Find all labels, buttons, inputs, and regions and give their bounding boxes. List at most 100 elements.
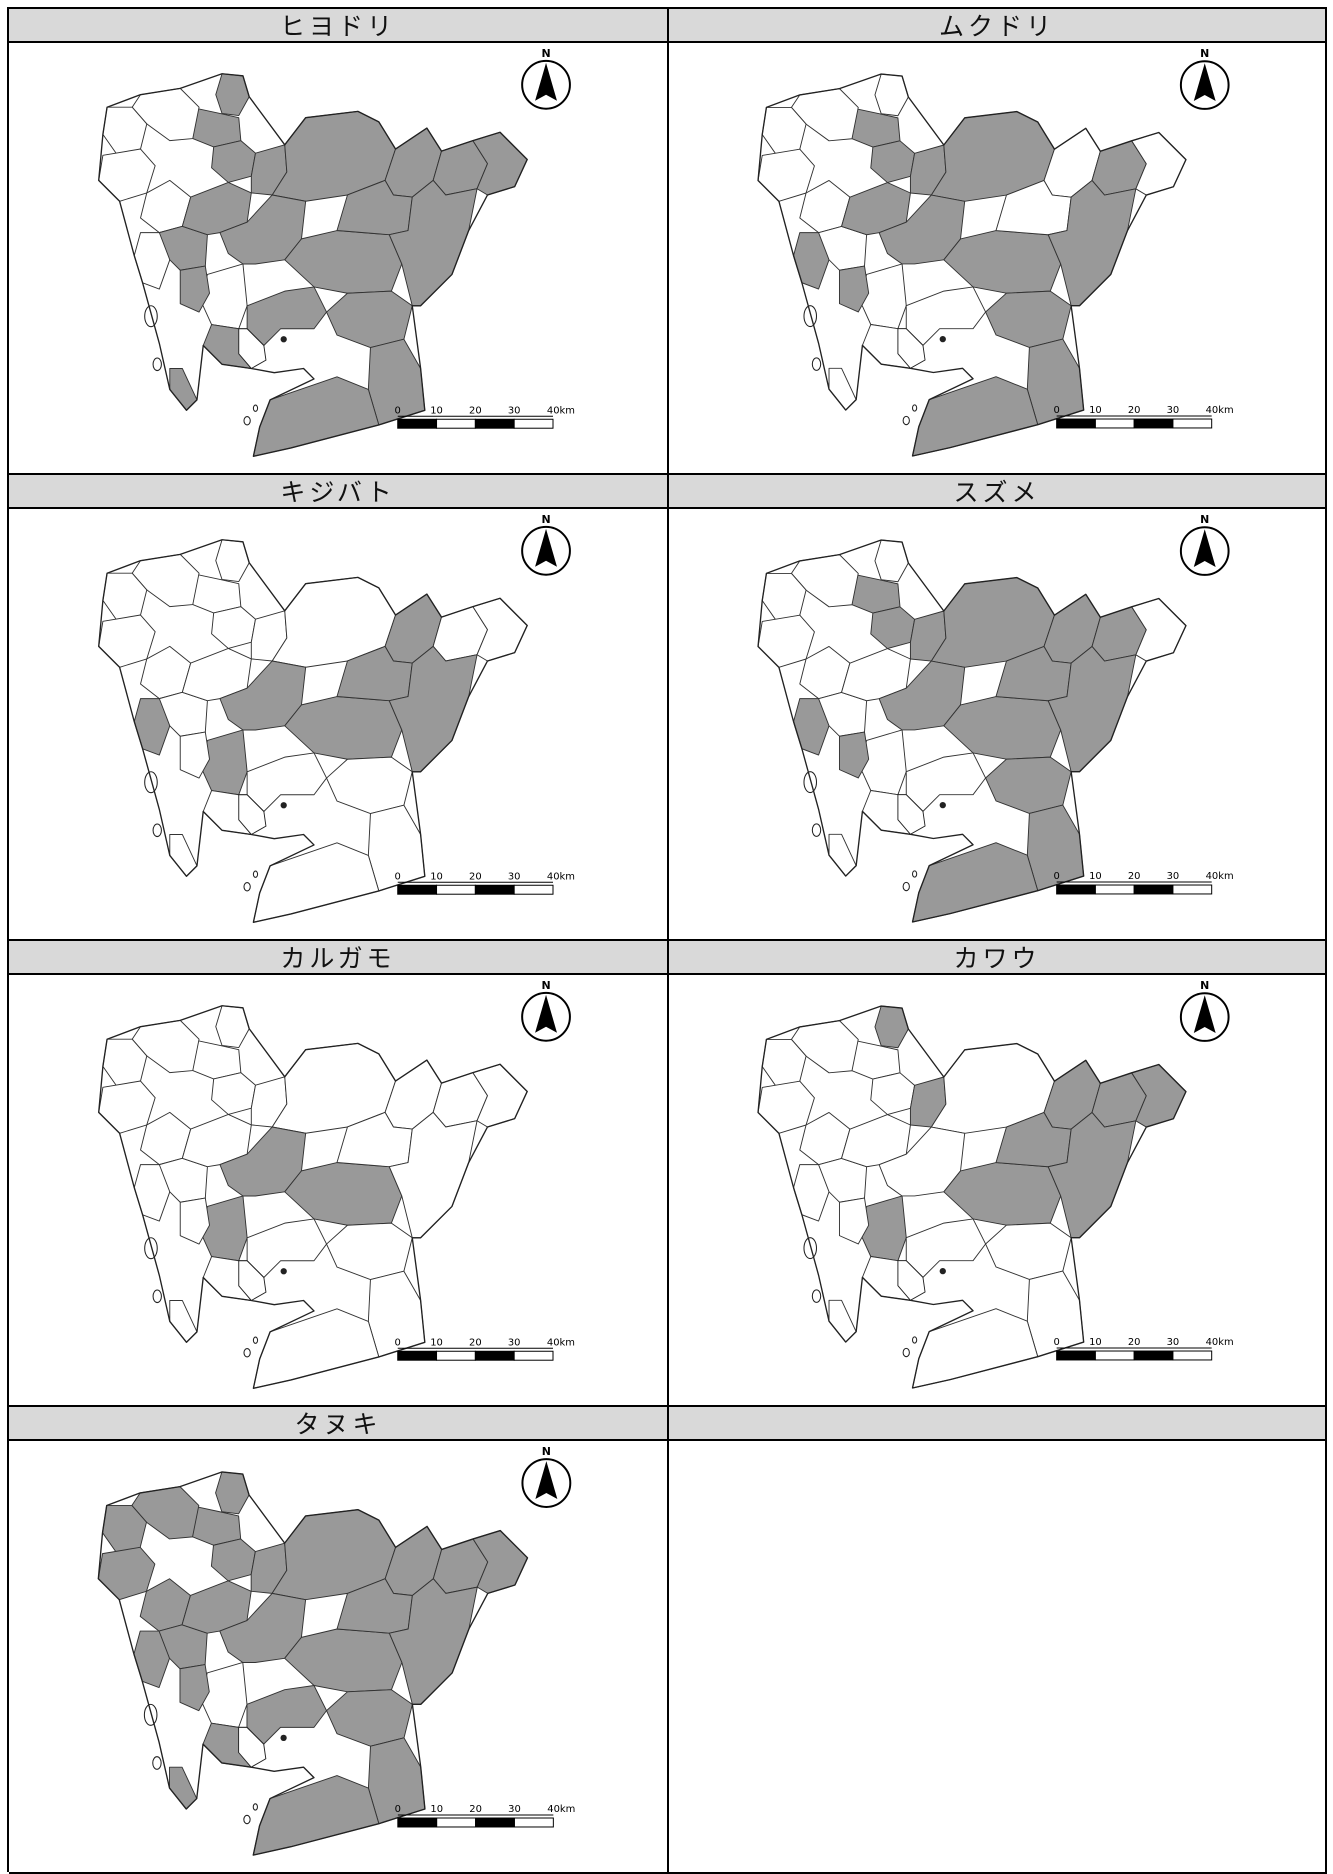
island (911, 870, 918, 878)
map-body (669, 1441, 1325, 1872)
north-arrow-icon (535, 528, 557, 567)
north-label: N (541, 47, 550, 60)
scale-segment (397, 1350, 438, 1361)
municipality-c5 (326, 756, 413, 815)
scale-segment (513, 418, 554, 429)
north-arrow: N (521, 513, 571, 576)
scale-tick-label: 40km (547, 1337, 575, 1348)
municipality-n5 (211, 140, 256, 183)
north-label: N (1200, 979, 1209, 992)
island (911, 1336, 918, 1344)
scale-tick-label: 30 (508, 405, 521, 416)
scale-tick-label: 30 (1167, 871, 1180, 882)
map-panel (669, 1407, 1327, 1874)
island (152, 823, 162, 838)
municipality-s4 (252, 1308, 380, 1389)
scale-segment (1056, 418, 1096, 429)
municipality-s4 (912, 376, 1039, 457)
scale-tick-label: 0 (1053, 871, 1059, 882)
scale-tick-label: 20 (1128, 1337, 1141, 1348)
species-title: キジバト (9, 475, 667, 509)
scale-segment (1056, 884, 1096, 895)
bay-inlet (238, 794, 267, 836)
scale-segment (1172, 884, 1213, 895)
species-title: スズメ (669, 475, 1325, 509)
municipality-s4 (912, 842, 1039, 923)
scale-segment (513, 1817, 554, 1828)
island (811, 823, 822, 837)
island (252, 1336, 259, 1344)
scale-tick-label: 20 (1128, 405, 1141, 416)
island (143, 1703, 158, 1726)
municipality-w6 (838, 731, 870, 779)
prefecture-map (757, 73, 1187, 457)
island (144, 771, 158, 794)
island (911, 404, 918, 412)
scale-segment (1133, 884, 1174, 895)
prefecture-map (757, 1005, 1187, 1389)
north-arrow-icon (535, 1461, 558, 1499)
north-label: N (541, 979, 550, 992)
north-arrow: N (1179, 979, 1230, 1042)
municipality-w6 (179, 731, 210, 779)
prefecture-map (97, 1471, 529, 1856)
north-arrow-icon (1193, 995, 1216, 1033)
island-marker (939, 801, 946, 809)
municipality-e4 (388, 1578, 478, 1705)
bay-inlet (238, 1260, 267, 1302)
municipality-n5 (870, 1072, 916, 1116)
scale-segment (436, 1817, 477, 1828)
municipality-c4 (905, 286, 987, 346)
municipality-c4 (246, 1218, 328, 1278)
scale-tick-label: 20 (469, 405, 482, 416)
island (252, 404, 259, 412)
north-label: N (1200, 513, 1209, 526)
scale-segment (1172, 1350, 1213, 1361)
prefecture-map (98, 73, 528, 457)
municipality-c5 (985, 290, 1072, 348)
species-title: カルガモ (9, 941, 667, 975)
municipality-c3 (284, 230, 403, 294)
municipality-c3 (284, 1162, 403, 1226)
island-marker (280, 802, 287, 809)
municipality-e4 (388, 179, 478, 307)
scale-segment (436, 418, 476, 429)
north-arrow-icon (1193, 63, 1216, 101)
prefecture-outline (97, 1471, 529, 1856)
scale-tick-label: 20 (469, 871, 482, 882)
scale-tick-label: 10 (430, 1337, 443, 1348)
north-arrow: N (521, 979, 571, 1042)
municipality-e4 (388, 645, 478, 773)
scale-segment (513, 884, 554, 895)
island (252, 1803, 258, 1811)
north-arrow: N (521, 1445, 572, 1508)
island (902, 1347, 910, 1358)
species-title: タヌキ (9, 1407, 667, 1441)
island (252, 870, 259, 878)
island (144, 1237, 158, 1260)
municipality-w6 (838, 1197, 870, 1245)
island (152, 1756, 162, 1770)
municipality-c5 (326, 1689, 413, 1747)
scale-tick-label: 30 (508, 1804, 521, 1815)
scale-segment (397, 884, 438, 895)
scale-tick-label: 10 (430, 405, 443, 416)
municipality-c5 (985, 756, 1072, 814)
north-arrow: N (521, 47, 571, 110)
scale-segment (397, 1817, 438, 1828)
bay-inlet (238, 1726, 267, 1768)
scale-tick-label: 20 (1128, 871, 1141, 882)
scale-segment (474, 884, 515, 895)
municipality-c4 (246, 1685, 328, 1745)
island (243, 882, 251, 892)
